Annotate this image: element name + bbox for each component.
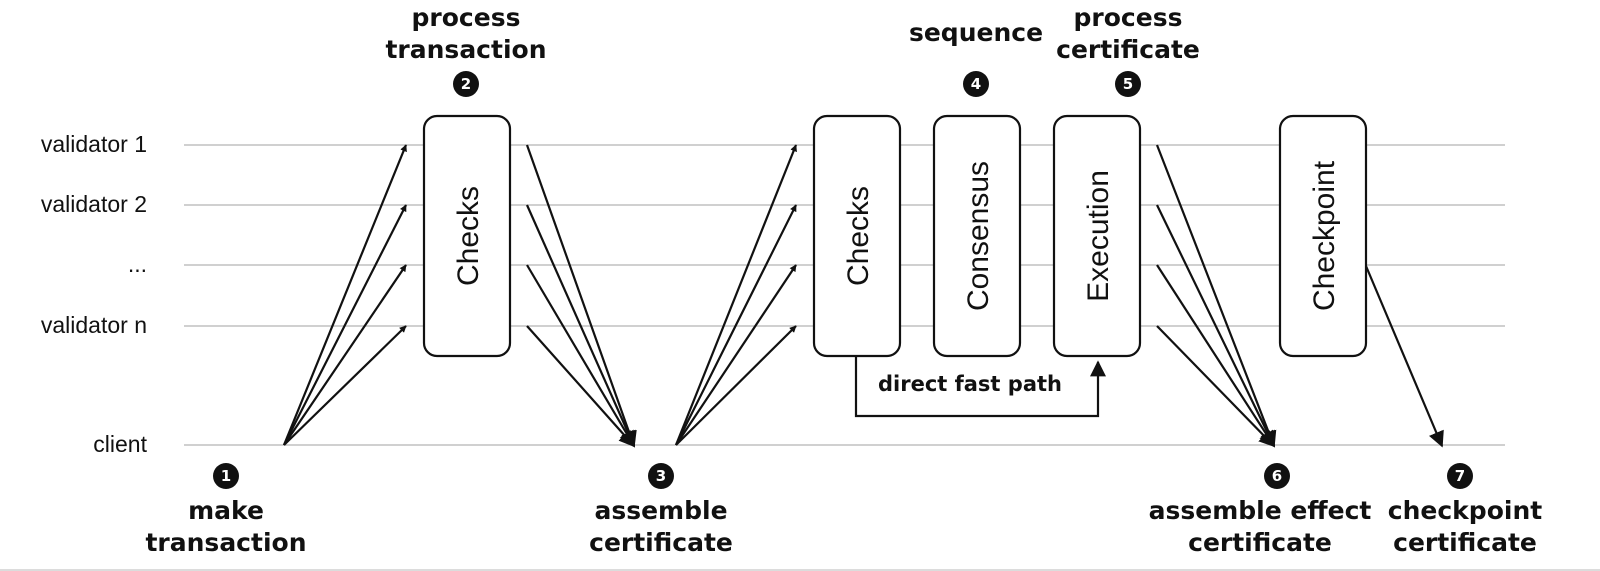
arrow-validator-n-to-client (526, 325, 636, 448)
checks-box-2: Checks (812, 114, 902, 358)
step-5-marker: 5 (1115, 71, 1141, 97)
step-7-number: 7 (1455, 467, 1465, 485)
step-1-caption-line-1: make (188, 496, 264, 525)
step-1-caption-line-2: transaction (145, 528, 306, 557)
lane-label-client: client (93, 431, 147, 457)
arrows-to-assemble-certificate (525, 144, 637, 448)
arrows-make-transaction (282, 144, 408, 446)
step-6-circle (1264, 463, 1290, 489)
step-6-caption-line-2: certificate (1188, 528, 1332, 557)
arrow-client-to-validator-3 (283, 264, 407, 446)
step-3-circle (648, 463, 674, 489)
step-7-caption-line-1: checkpoint (1388, 496, 1542, 525)
step-3-caption-line-2: certificate (589, 528, 733, 557)
step-3-caption-line-1: assemble (594, 496, 727, 525)
step-2-caption-line-1: process (412, 3, 521, 32)
lane-label-validator-n: validator n (41, 312, 147, 338)
arrow-effect-validator-1-to-client (1155, 144, 1277, 448)
step-2-caption-line-2: transaction (385, 35, 546, 64)
arrow-validator-3-to-client (526, 264, 635, 448)
arrow-cert-to-validator-1 (674, 144, 798, 446)
step-7-marker: 7 (1447, 463, 1473, 489)
step-2-marker: 2 (453, 71, 479, 97)
step-3-number: 3 (656, 467, 666, 485)
execution-box: Execution (1052, 114, 1142, 358)
arrow-validator-2-to-client (525, 204, 636, 448)
step-1-marker: 1 (213, 463, 239, 489)
step-4-marker: 4 (963, 71, 989, 97)
step-4-caption: sequence (909, 18, 1043, 47)
step-6-number: 6 (1272, 467, 1282, 485)
arrow-effect-validator-3-to-client (1156, 264, 1275, 448)
step-1-number: 1 (221, 467, 231, 485)
execution-box-label: Execution (1082, 170, 1115, 302)
fast-path-arrow (854, 356, 1106, 418)
lane-labels: validator 1 validator 2 ... validator n … (41, 131, 148, 457)
step-6-caption-line-1: assemble effect (1149, 496, 1372, 525)
arrow-checkpoint-to-client (1364, 265, 1444, 448)
arrow-cert-to-validator-2 (675, 204, 797, 446)
step-4-number: 4 (971, 75, 981, 93)
arrow-cert-to-validator-3 (675, 264, 797, 446)
arrow-effect-validator-n-to-client (1156, 325, 1276, 448)
checks-box-2-label: Checks (842, 186, 875, 286)
arrow-client-to-validator-1 (282, 144, 408, 446)
arrow-client-to-validator-n (283, 325, 407, 446)
step-5-circle (1115, 71, 1141, 97)
checkpoint-box-label: Checkpoint (1308, 160, 1341, 311)
step-7-caption-line-2: certificate (1393, 528, 1537, 557)
step-5-caption-line-2: certificate (1056, 35, 1200, 64)
arrows-to-assemble-effect-certificate (1155, 144, 1277, 448)
fast-path-label: direct fast path (878, 372, 1062, 396)
lane-label-validator-1: validator 1 (41, 131, 147, 157)
step-2-number: 2 (461, 75, 471, 93)
step-3-marker: 3 (648, 463, 674, 489)
step-2-circle (453, 71, 479, 97)
arrow-validator-1-to-client (525, 144, 637, 448)
checks-box-1-label: Checks (452, 186, 485, 286)
lane-label-validator-2: validator 2 (41, 191, 147, 217)
consensus-box: Consensus (932, 114, 1022, 358)
step-5-caption-line-1: process (1074, 3, 1183, 32)
step-5-number: 5 (1123, 75, 1133, 93)
arrow-effect-validator-2-to-client (1156, 204, 1275, 448)
step-7-circle (1447, 463, 1473, 489)
arrow-cert-to-validator-n (675, 325, 797, 446)
step-4-circle (963, 71, 989, 97)
step-1-circle (213, 463, 239, 489)
step-captions: make transaction process transaction ass… (145, 3, 1542, 557)
lane-label-ellipsis: ... (128, 251, 147, 277)
step-6-marker: 6 (1264, 463, 1290, 489)
checkpoint-box: Checkpoint (1278, 114, 1368, 358)
direct-fast-path: direct fast path (854, 356, 1106, 418)
consensus-box-label: Consensus (962, 161, 995, 311)
arrow-client-to-validator-2 (283, 204, 407, 446)
arrows-send-certificate (674, 144, 798, 446)
checks-box-1: Checks (422, 114, 512, 358)
